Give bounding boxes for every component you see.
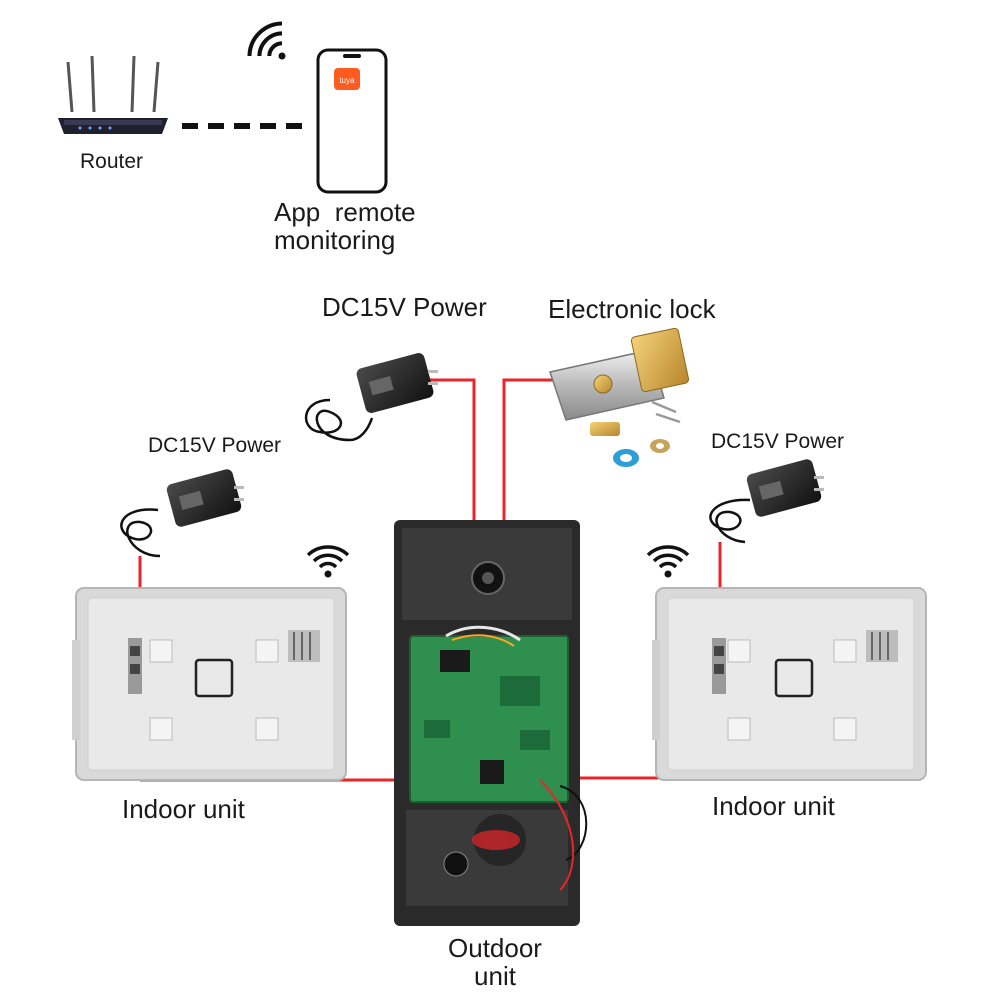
smartphone-icon: tuya [316,48,388,194]
app-badge-label: tuya [339,76,355,85]
app-badge [334,68,360,90]
wifi-icon [306,545,350,578]
dc-power-left-label: DC15V Power [148,434,282,457]
wifi-icon [247,21,286,60]
router-label: Router [80,150,144,173]
electronic-lock-icon [549,327,690,467]
indoor-monitor-icon [652,587,927,781]
power-adapter-icon [120,469,244,558]
power-adapter-icon [709,459,824,544]
wifi-icon [646,545,690,578]
outdoor-unit-line1: Outdoor [448,933,542,963]
router-icon [58,55,168,134]
indoor-unit-left-label: Indoor unit [122,794,245,824]
outdoor-unit-label: Outdoor unit [440,934,550,990]
dc-power-top-label: DC15V Power [322,292,487,322]
outdoor-unit-icon [394,520,588,926]
electronic-lock-label: Electronic lock [548,294,716,324]
indoor-monitor-icon [72,587,347,781]
dc-power-right-label: DC15V Power [711,430,845,453]
app-monitoring-line2: monitoring [274,225,396,255]
app-monitoring-line1: App remote [274,197,416,227]
outdoor-unit-line2: unit [474,961,516,991]
indoor-unit-right-label: Indoor unit [712,791,835,821]
app-monitoring-label: App remote monitoring [274,198,416,254]
power-adapter-icon [304,353,438,442]
